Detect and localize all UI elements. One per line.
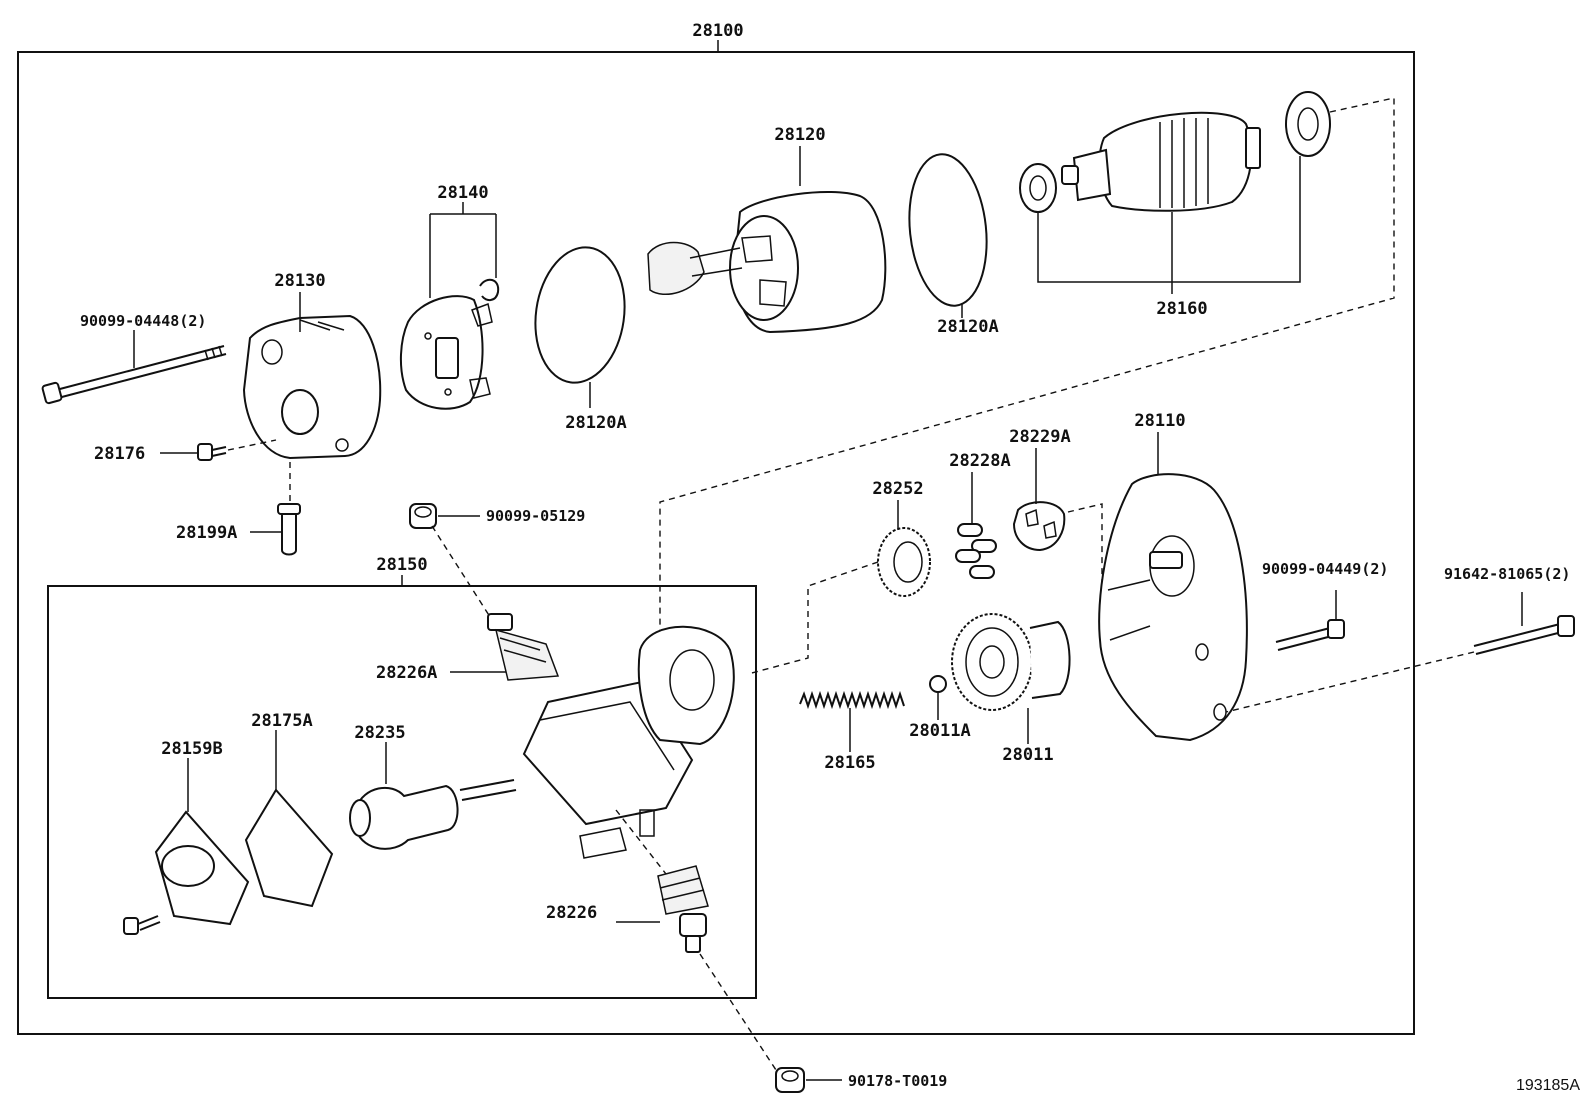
bearing-left-icon <box>1019 163 1057 213</box>
grommet-icon <box>277 503 301 556</box>
small-screw-icon <box>197 443 227 461</box>
label-28165: 28165 <box>824 753 875 773</box>
label-28120A-right: 28120A <box>937 317 998 337</box>
label-28252: 28252 <box>872 479 923 499</box>
label-28229A: 28229A <box>1009 427 1070 447</box>
label-28011A: 28011A <box>909 721 970 741</box>
long-through-bolt-icon <box>41 345 227 405</box>
steel-ball-icon <box>929 675 947 693</box>
label-28140: 28140 <box>437 183 488 203</box>
label-28130: 28130 <box>274 271 325 291</box>
label-28235: 28235 <box>354 723 405 743</box>
label-28120A-left: 28120A <box>565 413 626 433</box>
cover-screw-icon <box>123 915 161 935</box>
label-28228A: 28228A <box>949 451 1010 471</box>
return-spring-icon <box>799 690 905 710</box>
label-90099-05129: 90099-05129 <box>486 507 585 525</box>
label-90178-T0019: 90178-T0019 <box>848 1072 947 1090</box>
label-28011: 28011 <box>1002 745 1053 765</box>
label-28199A: 28199A <box>176 523 237 543</box>
label-28176: 28176 <box>94 444 145 464</box>
switch-cover-icon <box>154 810 250 926</box>
nut-bottom-icon <box>775 1067 805 1093</box>
commutator-end-frame-icon <box>242 314 382 460</box>
idler-gear-icon <box>877 527 931 597</box>
roller-retainer-icon <box>1012 501 1066 552</box>
gasket-icon <box>244 788 334 908</box>
label-28175A: 28175A <box>251 711 312 731</box>
o-ring-right-icon <box>908 153 988 307</box>
bearing-rollers-icon <box>955 523 997 579</box>
o-ring-left-icon <box>534 246 626 384</box>
assembly-frame-28100 <box>17 51 1415 1035</box>
field-frame-yoke-icon <box>647 191 887 334</box>
brush-holder-icon <box>399 295 493 410</box>
bearing-right-icon <box>1285 91 1331 157</box>
label-28120: 28120 <box>774 125 825 145</box>
label-91642-81065: 91642-81065(2) <box>1444 565 1570 583</box>
label-28226: 28226 <box>546 903 597 923</box>
starter-housing-icon <box>1098 473 1248 742</box>
label-90099-04449: 90099-04449(2) <box>1262 560 1388 578</box>
label-28100: 28100 <box>692 21 743 41</box>
magnetic-switch-housing-icon <box>522 625 735 859</box>
terminal-bolt-upper-icon <box>487 613 560 681</box>
label-28226A: 28226A <box>376 663 437 683</box>
mounting-bolt-icon <box>1473 615 1575 655</box>
housing-bolt-icon <box>1275 619 1345 651</box>
diagram-reference-code: 193185A <box>1516 1077 1580 1094</box>
label-28150: 28150 <box>376 555 427 575</box>
starter-clutch-icon <box>951 613 1071 711</box>
nut-top-icon <box>409 503 437 529</box>
label-90099-04448: 90099-04448(2) <box>80 312 206 330</box>
brush-spring-icon <box>479 278 500 302</box>
label-28110: 28110 <box>1134 411 1185 431</box>
plunger-icon <box>349 779 517 850</box>
armature-icon <box>1061 111 1261 212</box>
terminal-bolt-lower-icon <box>657 865 709 953</box>
label-28159B: 28159B <box>161 739 222 759</box>
label-28160: 28160 <box>1156 299 1207 319</box>
